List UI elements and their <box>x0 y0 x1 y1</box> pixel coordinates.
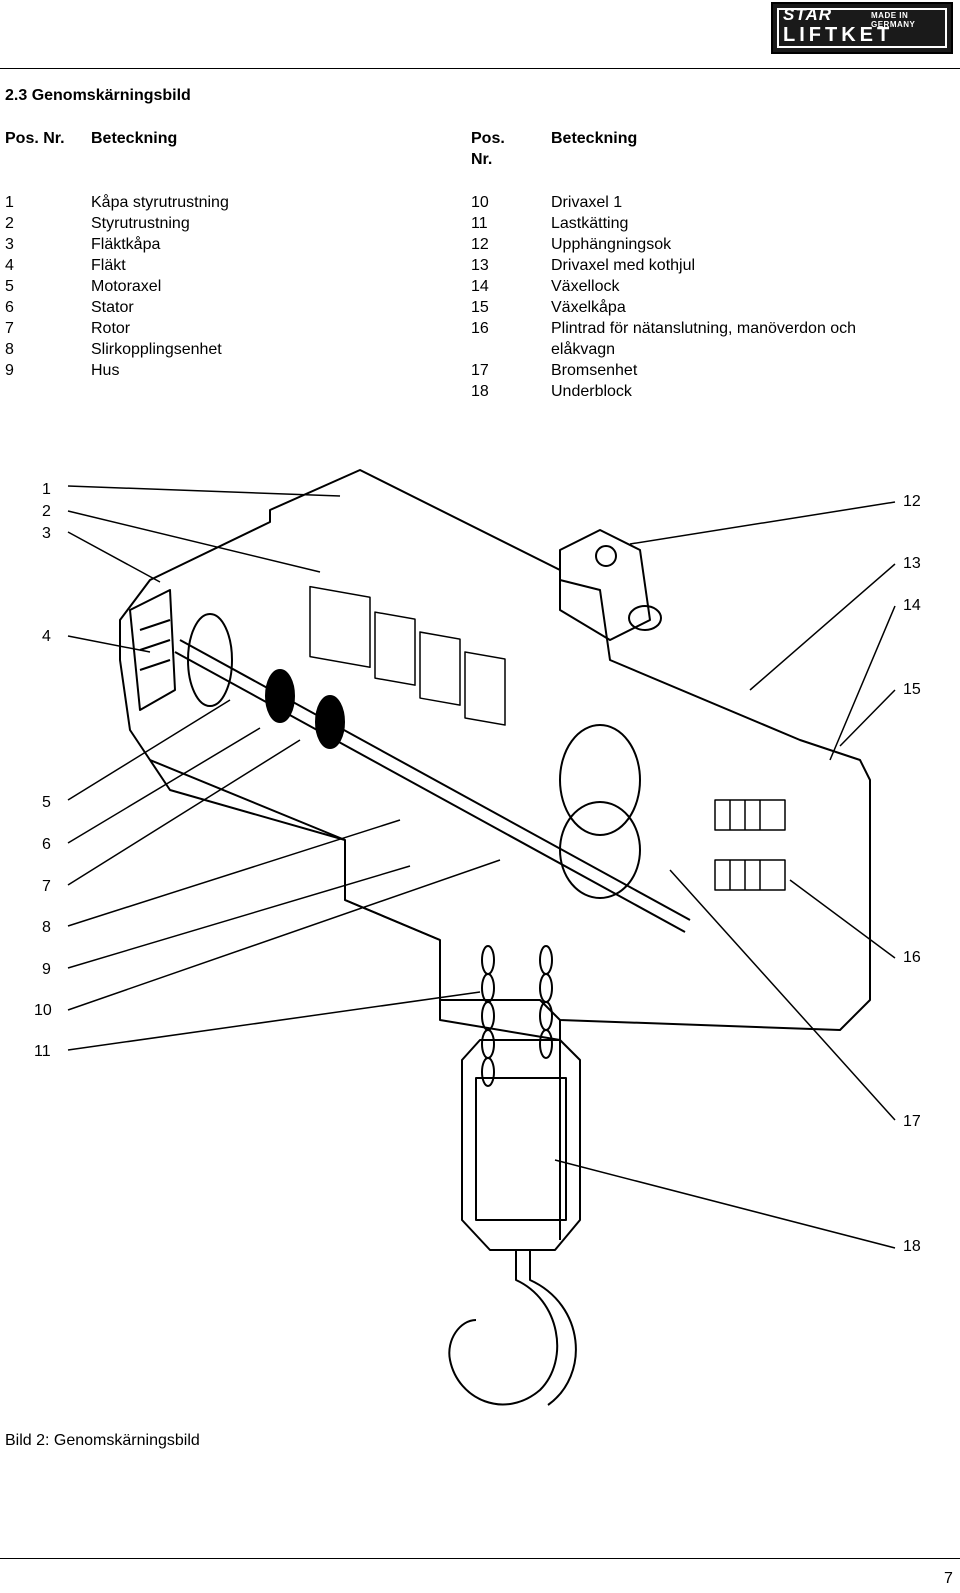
figure-label: 10 <box>34 1002 52 1019</box>
left-row-name: Hus <box>91 362 120 379</box>
footer-rule <box>0 1558 960 1559</box>
left-row-pos: 2 <box>5 215 14 232</box>
figure-label: 18 <box>903 1238 921 1255</box>
right-row-name: Drivaxel med kothjul <box>551 257 696 274</box>
left-row-name: Motoraxel <box>91 278 162 295</box>
figure-label: 13 <box>903 555 921 572</box>
figure-label: 15 <box>903 681 921 698</box>
left-row-name: Fläktkåpa <box>91 236 161 253</box>
right-row-name: Växelkåpa <box>551 299 626 316</box>
left-row-name: Rotor <box>91 320 131 337</box>
left-row-name: Styrutrustning <box>91 215 190 232</box>
right-row-pos: 15 <box>471 299 489 316</box>
right-row-name: Växellock <box>551 278 620 295</box>
right-header-pos-line1: Pos. <box>471 130 505 147</box>
left-header-pos: Pos. Nr. <box>5 130 65 147</box>
figure-label: 12 <box>903 493 921 510</box>
right-row-pos: 10 <box>471 194 489 211</box>
logo-frame <box>777 8 947 48</box>
right-row-pos: 13 <box>471 257 489 274</box>
figure-label: 8 <box>42 919 51 936</box>
figure-label: 3 <box>42 525 51 542</box>
figure-caption: Bild 2: Genomskärningsbild <box>5 1432 200 1449</box>
left-row-pos: 4 <box>5 257 14 274</box>
load-chain <box>481 945 553 1087</box>
figure-label: 7 <box>42 878 51 895</box>
logo-brand-top: STAR <box>783 5 833 24</box>
right-row-name: Bromsenhet <box>551 362 638 379</box>
logo-brand-main: LIFTKET <box>783 24 894 46</box>
right-row-pos: 17 <box>471 362 489 379</box>
right-row-pos: 11 <box>471 215 488 232</box>
left-header-name: Beteckning <box>91 130 178 147</box>
figure-label: 5 <box>42 794 51 811</box>
motor-shaft <box>174 613 691 933</box>
left-row-name: Slirkopplingsenhet <box>91 341 222 358</box>
left-row-pos: 3 <box>5 236 14 253</box>
header-rule <box>0 68 960 69</box>
leader-lines <box>67 485 896 1249</box>
figure-label: 4 <box>42 628 51 645</box>
terminal-strip <box>714 799 786 891</box>
right-row-name: Lastkätting <box>551 215 629 232</box>
page-number: 7 <box>944 1570 953 1587</box>
figure-label: 2 <box>42 503 51 520</box>
logo-made-in: MADE IN GERMANY <box>871 11 916 29</box>
right-row-name: Upphängningsok <box>551 236 672 253</box>
hoist-cutaway-drawing <box>67 469 896 1406</box>
right-row-pos: 14 <box>471 278 489 295</box>
fan <box>129 589 176 711</box>
left-row-pos: 5 <box>5 278 14 295</box>
right-header-name: Beteckning <box>551 130 638 147</box>
suspension-yoke <box>559 529 662 641</box>
right-row-name: Drivaxel 1 <box>551 194 623 211</box>
figure-label: 16 <box>903 949 921 966</box>
brand-logo: STAR MADE IN GERMANY LIFTKET <box>771 2 953 54</box>
figure-label: 17 <box>903 1113 921 1130</box>
right-row-pos: 16 <box>471 320 489 337</box>
figure-label: 9 <box>42 961 51 978</box>
right-header-pos-line2: Nr. <box>471 151 493 168</box>
figure-label: 1 <box>42 481 51 498</box>
right-row-pos: 12 <box>471 236 489 253</box>
left-row-pos: 1 <box>5 194 14 211</box>
figure-label: 6 <box>42 836 51 853</box>
right-row-name: Plintrad för nätanslutning, manöverdon o… <box>551 320 857 337</box>
left-row-name: Stator <box>91 299 134 316</box>
figure-label: 14 <box>903 597 921 614</box>
left-row-pos: 6 <box>5 299 14 316</box>
housing-outline <box>119 469 871 1240</box>
right-row-name-cont: elåkvagn <box>551 341 616 358</box>
section-title: 2.3 Genomskärningsbild <box>5 87 191 104</box>
right-row-pos: 18 <box>471 383 489 400</box>
left-row-name: Fläkt <box>91 257 126 274</box>
control-unit <box>309 585 506 726</box>
figure-label: 11 <box>34 1043 51 1060</box>
left-row-name: Kåpa styrutrustning <box>91 194 229 211</box>
right-row-name: Underblock <box>551 383 632 400</box>
bottom-block <box>448 1039 581 1406</box>
left-row-pos: 9 <box>5 362 14 379</box>
left-row-pos: 8 <box>5 341 14 358</box>
left-row-pos: 7 <box>5 320 14 337</box>
